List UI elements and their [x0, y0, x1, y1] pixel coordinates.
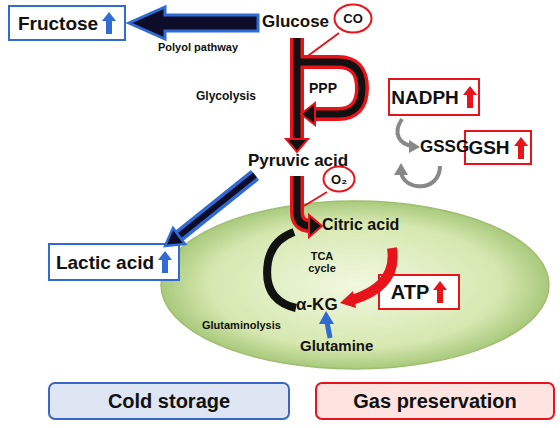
metabolite-label: GSSG: [420, 138, 469, 157]
redox-head: [394, 163, 408, 175]
node-text: NADPH: [391, 88, 459, 107]
glutaminolysis-head: [319, 311, 334, 324]
metabolite-label: Glucose: [262, 13, 329, 32]
ppp-arrow: [297, 62, 362, 114]
node-text: Fructose: [18, 14, 98, 33]
increase-arrow-shape: [433, 281, 447, 303]
pathway-label: Polyol pathway: [158, 41, 238, 53]
gas-ellipse: CO: [333, 3, 373, 34]
redox-arc: [397, 119, 412, 146]
metabolite-label: α-KG: [296, 296, 338, 315]
glycolysis-arrow: [294, 38, 301, 142]
tca-red-arc: [352, 248, 393, 300]
mitochondrion: Citric acidTCA cycle α-KG GlutaminolysisGl…: [160, 200, 550, 370]
node-text: Lactic acid: [56, 253, 154, 272]
polyol-arrow: [129, 7, 258, 39]
increase-box: Lactic acid: [48, 243, 180, 281]
metabolite-label: Citric acid: [322, 216, 399, 234]
metabolite-label: Glutamine: [300, 338, 373, 355]
redox-arc: [401, 166, 440, 186]
gas-text: CO: [343, 12, 363, 25]
ppp-arrowhead: [301, 103, 315, 125]
increase-arrow: [433, 281, 447, 303]
co-leader: [305, 33, 339, 58]
mitochondrion-body: [161, 201, 549, 369]
ellipse-shape: [324, 167, 355, 192]
legend-box: Cold storage: [48, 382, 290, 420]
increase-box: ATP: [378, 274, 460, 310]
increase-arrow-shape: [514, 137, 528, 159]
pathway-label: Glutaminolysis: [202, 319, 281, 331]
increase-arrow-shape: [158, 251, 172, 273]
o2-leader: [304, 192, 327, 206]
ppp-outline: [297, 62, 362, 114]
increase-arrow-shape: [463, 86, 477, 108]
glutaminolysis-arrow: [327, 322, 330, 338]
pdh-arrow: [297, 176, 311, 226]
node-text: GSH: [468, 138, 509, 157]
glycolysis-outline: [290, 38, 304, 142]
pdh-arrowhead: [309, 215, 322, 237]
legend-box: Gas preservation: [315, 382, 555, 420]
increase-arrow: [102, 12, 116, 34]
increase-box: GSH: [464, 130, 532, 165]
cycle-label: TCA cycle: [300, 250, 344, 274]
lactate-outline: [179, 175, 255, 236]
increase-box: NADPH: [388, 78, 480, 116]
tca-red-head: [340, 291, 356, 308]
legend-text: Gas preservation: [353, 391, 516, 411]
node-text: ATP: [391, 282, 430, 302]
gas-text: O₂: [331, 173, 347, 186]
increase-arrow: [514, 137, 528, 159]
redox-head: [409, 140, 420, 153]
increase-arrow: [158, 251, 172, 273]
pdh-outline: [297, 176, 311, 226]
tca-black-arc: [267, 232, 296, 308]
increase-arrow: [463, 86, 477, 108]
ellipse-shape: [335, 5, 372, 33]
legend-text: Cold storage: [108, 391, 230, 411]
pathway-label: Glycolysis: [196, 90, 256, 103]
increase-arrow-shape: [102, 12, 116, 34]
lactate-arrowhead: [165, 228, 185, 246]
glycolysis-arrowhead: [286, 139, 308, 152]
pathway-label: PPP: [309, 81, 337, 96]
decrease-box: Fructose: [8, 5, 126, 41]
metabolite-label: Pyruvic acid: [248, 152, 348, 171]
lactate-arrow: [179, 175, 255, 236]
